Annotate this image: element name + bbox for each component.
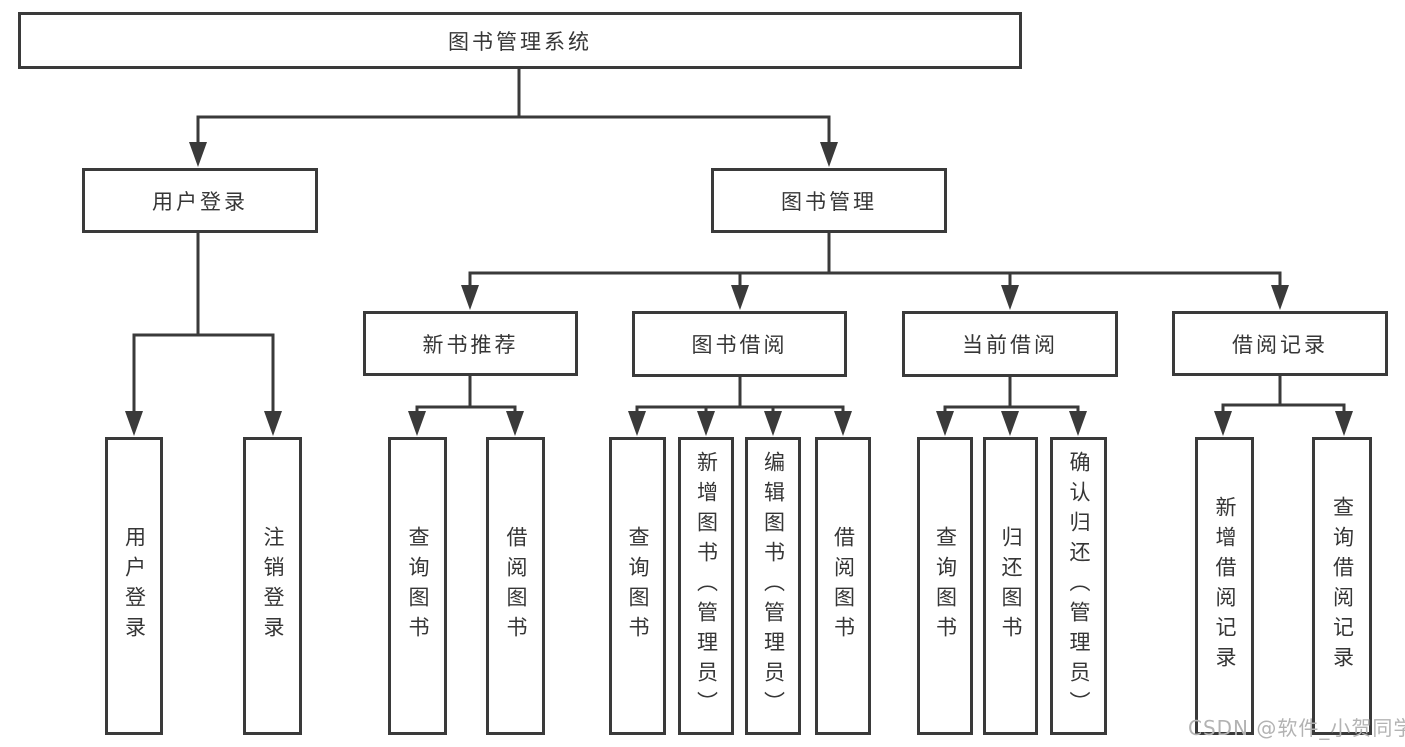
node-user-login: 用户登录 [82,168,318,233]
node-current-borrowing: 当前借阅 [902,311,1118,377]
node-book-management: 图书管理 [711,168,947,233]
leaf-query-borrow-record: 查询借阅记录 [1312,437,1372,735]
node-new-book-recommend: 新书推荐 [363,311,578,376]
leaf-add-books-admin: 新增图书（管理员） [678,437,734,735]
node-book-borrowing: 图书借阅 [632,311,847,377]
node-borrowing-records: 借阅记录 [1172,311,1388,376]
leaf-confirm-return-admin: 确认归还（管理员） [1050,437,1107,735]
leaf-query-books-recommend: 查询图书 [388,437,447,735]
leaf-logout-login: 注销登录 [243,437,302,735]
leaf-edit-books-admin: 编辑图书（管理员） [745,437,801,735]
leaf-add-borrow-record: 新增借阅记录 [1195,437,1254,735]
leaf-borrow-books: 借阅图书 [815,437,871,735]
leaf-borrow-books-recommend: 借阅图书 [486,437,545,735]
csdn-watermark: CSDN @软件_小贺同学 [1188,716,1405,740]
leaf-query-books-current: 查询图书 [917,437,973,735]
node-library-system: 图书管理系统 [18,12,1022,69]
leaf-query-books-borrowing: 查询图书 [609,437,666,735]
leaf-return-books: 归还图书 [983,437,1038,735]
leaf-user-login: 用户登录 [105,437,163,735]
